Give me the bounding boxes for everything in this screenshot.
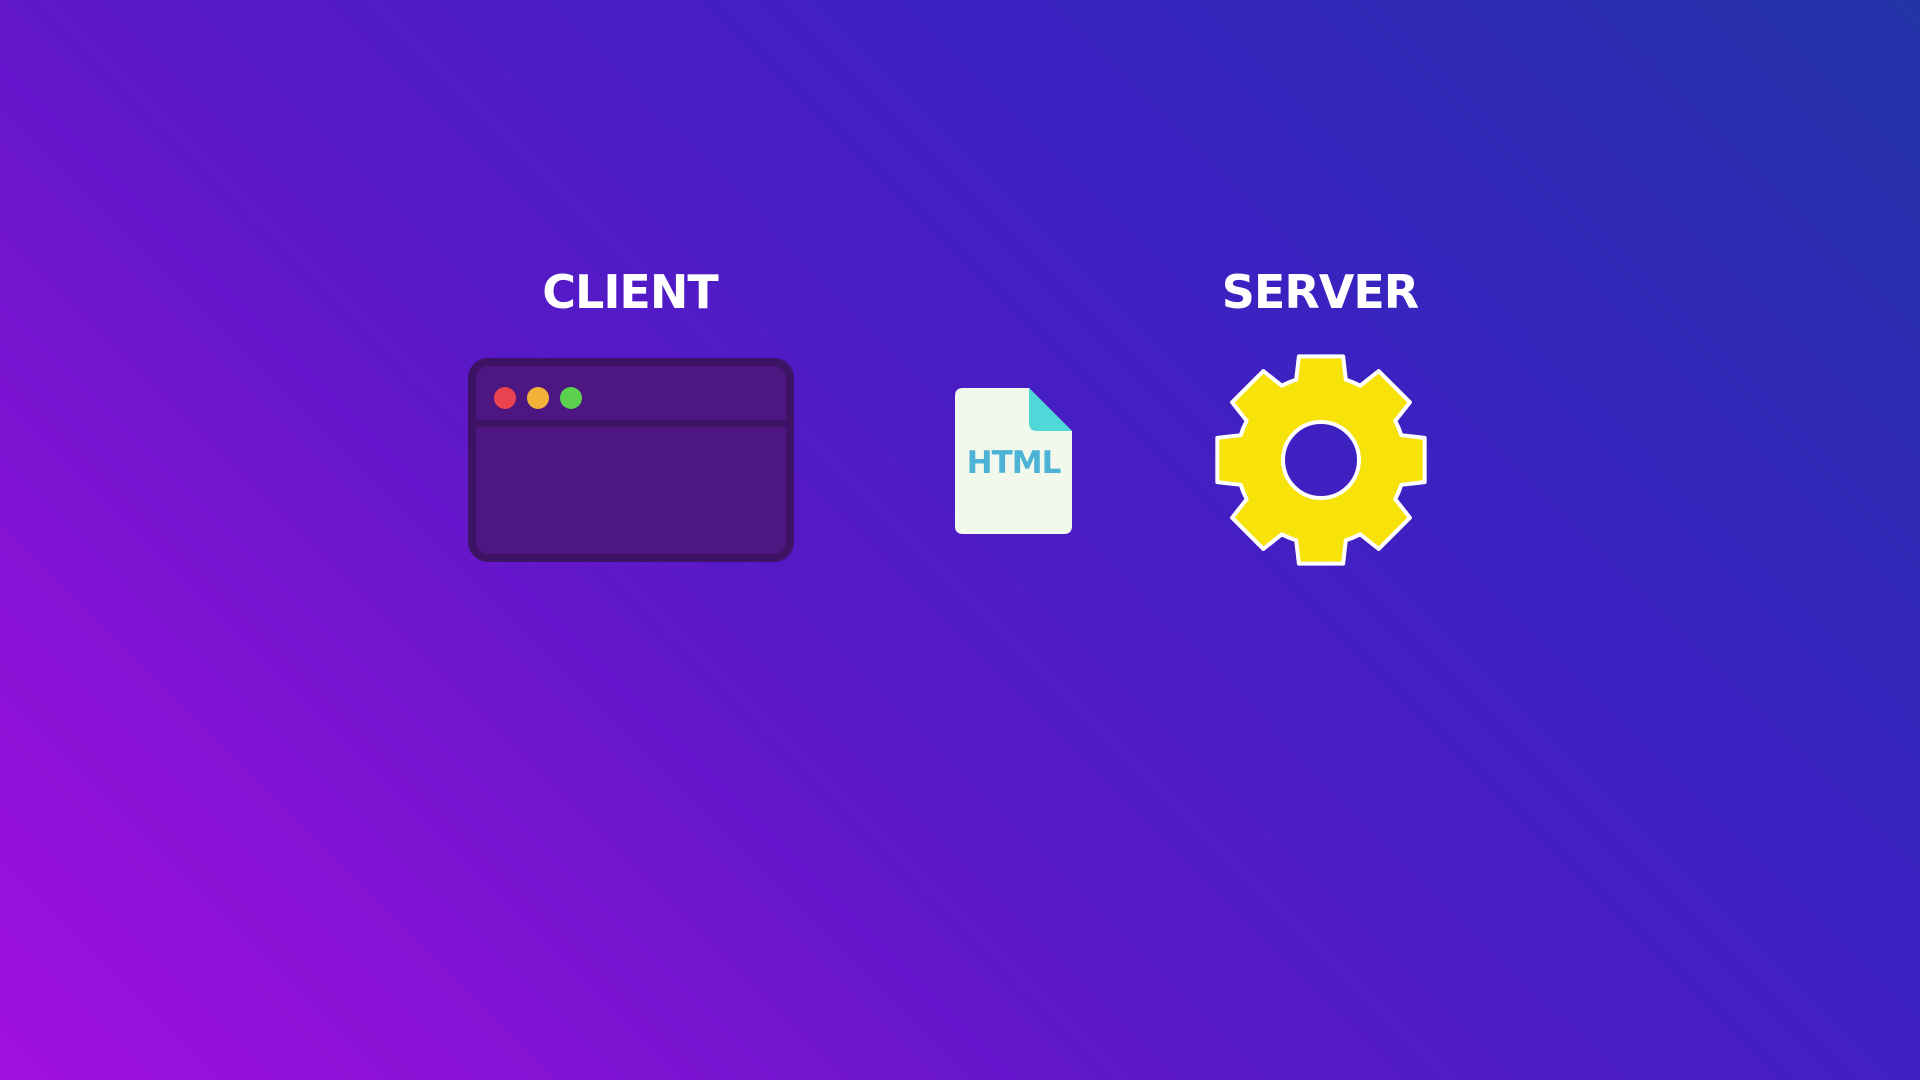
html-file-shape — [955, 388, 1072, 534]
maximize-dot-icon — [560, 387, 582, 409]
server-label: SERVER — [1221, 265, 1419, 319]
minimize-dot-icon — [527, 387, 549, 409]
close-dot-icon — [494, 387, 516, 409]
html-file-icon: HTML — [955, 388, 1072, 538]
gear-body — [1215, 354, 1427, 566]
gear-shape — [1215, 354, 1427, 566]
browser-window-icon — [468, 358, 794, 562]
gear-icon — [1212, 351, 1430, 573]
html-file-label: HTML — [966, 445, 1062, 481]
client-label: CLIENT — [542, 265, 718, 319]
browser-title-bar — [476, 366, 786, 427]
